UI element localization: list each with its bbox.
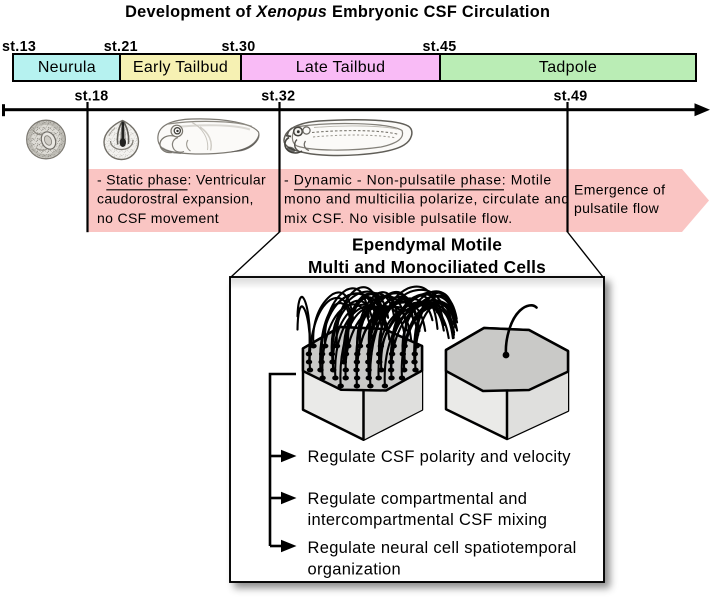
svg-text:mono and multicilia polarize,: mono and multicilia polarize, circulate … (284, 191, 570, 207)
svg-text:- Dynamic - Non-pulsatile phas: - Dynamic - Non-pulsatile phase: Motile (284, 172, 552, 188)
svg-text:st.30: st.30 (221, 39, 255, 55)
svg-text:caudorostral expansion,: caudorostral expansion, (97, 191, 254, 207)
svg-text:Ependymal Motile: Ependymal Motile (352, 235, 502, 255)
svg-text:st.18: st.18 (74, 88, 108, 104)
svg-text:- Static phase: Ventricular: - Static phase: Ventricular (97, 172, 266, 188)
svg-text:Regulate compartmental and: Regulate compartmental and (308, 490, 528, 508)
svg-text:Multi and Monociliated Cells: Multi and Monociliated Cells (308, 257, 546, 277)
svg-text:st.13: st.13 (2, 39, 36, 55)
svg-text:pulsatile flow: pulsatile flow (574, 200, 660, 216)
svg-text:Late Tailbud: Late Tailbud (296, 59, 386, 76)
svg-text:Development of Xenopus Embryon: Development of Xenopus Embryonic CSF Cir… (125, 3, 550, 21)
svg-text:no CSF movement: no CSF movement (97, 210, 219, 226)
svg-text:st.21: st.21 (104, 39, 138, 55)
svg-text:mix CSF. No visible pulsatile: mix CSF. No visible pulsatile flow. (284, 210, 513, 226)
svg-text:Regulate CSF polarity and velo: Regulate CSF polarity and velocity (308, 448, 572, 466)
svg-text:organization: organization (308, 561, 402, 579)
svg-text:Regulate neural cell spatiotem: Regulate neural cell spatiotemporal (308, 539, 577, 557)
svg-text:st.49: st.49 (553, 88, 587, 104)
svg-text:Tadpole: Tadpole (539, 59, 597, 76)
svg-text:st.45: st.45 (422, 39, 456, 55)
svg-text:Early Tailbud: Early Tailbud (133, 59, 228, 76)
svg-text:st.32: st.32 (261, 88, 295, 104)
svg-text:intercompartmental CSF mixing: intercompartmental CSF mixing (308, 511, 548, 529)
svg-text:Emergence of: Emergence of (574, 181, 665, 197)
svg-text:Neurula: Neurula (38, 59, 96, 76)
